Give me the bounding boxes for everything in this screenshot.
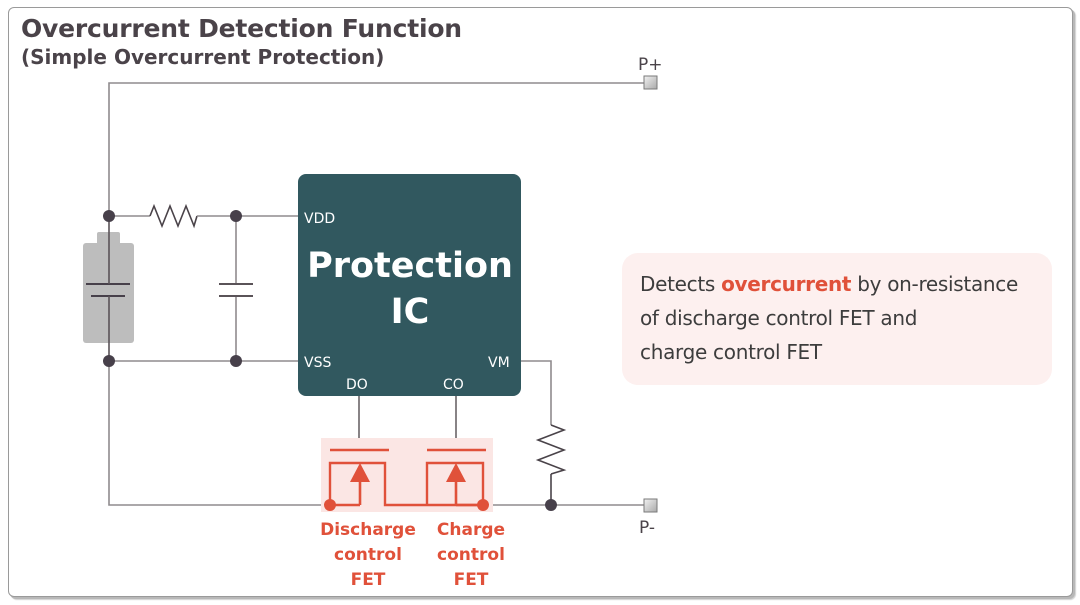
pin-vdd: VDD xyxy=(304,211,335,227)
callout-box: Detects overcurrent by on-resistance of … xyxy=(622,253,1052,385)
svg-text:FET: FET xyxy=(454,570,489,590)
terminal-p-plus: P+ xyxy=(638,55,663,90)
node-dot xyxy=(103,210,115,222)
node-dot xyxy=(230,355,242,367)
node-dot xyxy=(230,210,242,222)
resistor-vm xyxy=(535,424,567,475)
svg-text:Discharge: Discharge xyxy=(320,520,416,540)
wire-p-plus xyxy=(108,82,645,216)
charge-fet-label: Charge control FET xyxy=(437,520,505,590)
fet-node-dot xyxy=(324,499,336,511)
junction-nodes xyxy=(103,210,557,511)
node-dot xyxy=(545,499,557,511)
charge-fet-arrow-icon xyxy=(446,463,466,482)
page-subtitle: (Simple Overcurrent Protection) xyxy=(21,45,385,69)
terminal-p-minus: P- xyxy=(639,498,658,538)
ic-label-line2: IC xyxy=(391,292,430,332)
svg-text:P-: P- xyxy=(639,518,655,538)
pin-vss: VSS xyxy=(304,355,331,371)
resistor-vdd xyxy=(149,203,198,229)
svg-text:P+: P+ xyxy=(638,55,663,75)
node-dot xyxy=(103,355,115,367)
capacitor-icon xyxy=(219,283,253,297)
svg-text:control: control xyxy=(334,545,402,565)
protection-ic: Protection IC VDD VSS DO CO VM xyxy=(298,174,521,396)
fet-block xyxy=(321,438,493,512)
svg-text:control: control xyxy=(437,545,505,565)
svg-text:FET: FET xyxy=(351,570,386,590)
page-title: Overcurrent Detection Function xyxy=(21,14,462,43)
highlight-overcurrent: overcurrent xyxy=(721,272,852,296)
svg-text:Charge: Charge xyxy=(437,520,505,540)
ic-label-line1: Protection xyxy=(307,246,513,286)
pin-vm: VM xyxy=(488,355,510,371)
discharge-fet-arrow-icon xyxy=(350,463,370,482)
callout-text: Detects overcurrent by on-resistance of … xyxy=(640,272,1019,364)
discharge-fet-label: Discharge control FET xyxy=(320,520,416,590)
pin-do: DO xyxy=(346,377,368,393)
battery-icon xyxy=(83,232,134,343)
fet-node-dot xyxy=(477,499,489,511)
pin-co: CO xyxy=(443,377,464,393)
